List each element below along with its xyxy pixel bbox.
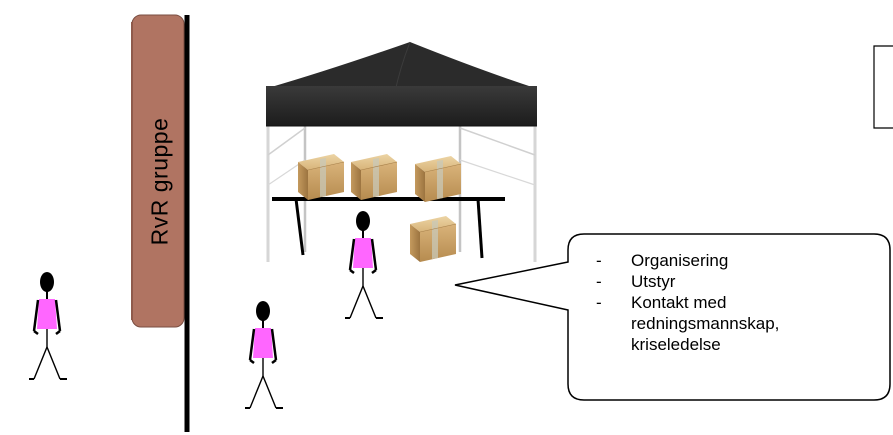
- list-item-text: Utstyr: [631, 271, 886, 292]
- callout-list: - Organisering - Utstyr - Kontakt med re…: [596, 250, 886, 355]
- banner-label: RvR gruppe: [147, 117, 174, 245]
- list-item-text: Organisering: [631, 250, 886, 271]
- table: [272, 199, 505, 258]
- list-dash: -: [596, 250, 631, 271]
- stick-figure-icon: [345, 211, 383, 318]
- stick-figure-icon: [29, 272, 67, 379]
- cardboard-box-icon: [415, 156, 461, 202]
- list-dash: -: [596, 271, 631, 292]
- list-item-text: Kontakt med redningsmannskap, kriseledel…: [631, 292, 886, 355]
- tent-icon: [266, 42, 537, 262]
- list-dash: -: [596, 292, 631, 355]
- stick-figure-icon: [245, 301, 283, 408]
- list-item: - Utstyr: [596, 271, 886, 292]
- cardboard-box-icon: [298, 154, 344, 200]
- banner-label-wrapper: RvR gruppe: [125, 54, 195, 308]
- cardboard-box-icon: [410, 216, 456, 262]
- cardboard-box-icon: [351, 154, 397, 200]
- top-right-frame: [874, 46, 893, 128]
- list-item: - Kontakt med redningsmannskap, kriseled…: [596, 292, 886, 355]
- list-item: - Organisering: [596, 250, 886, 271]
